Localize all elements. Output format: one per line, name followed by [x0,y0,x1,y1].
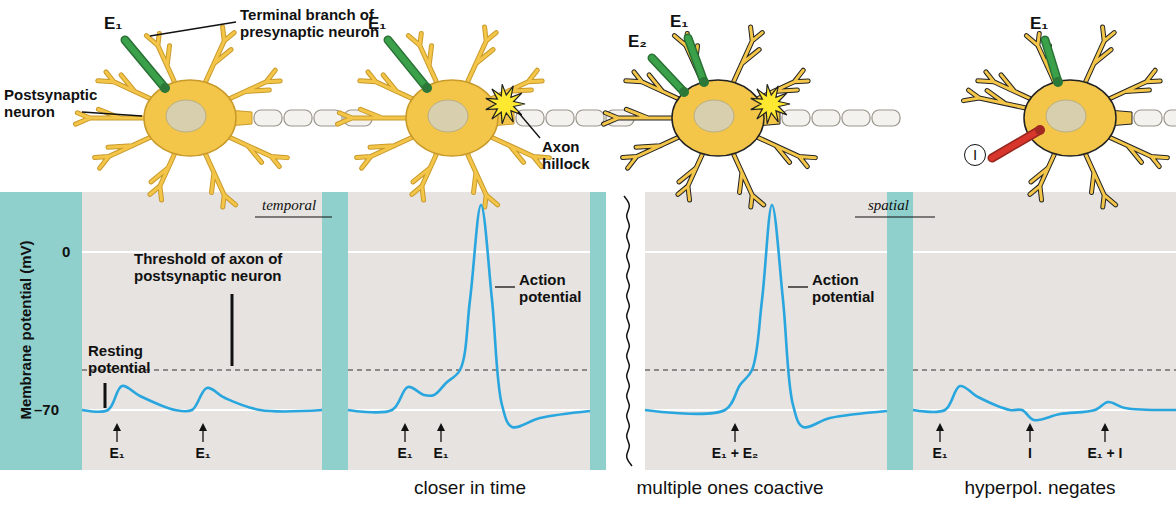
threshold-line [913,369,1176,370]
handwritten-note: temporal [262,197,316,214]
graph-label: Threshold of axon of postsynaptic neuron [134,250,320,285]
stimulus-label: E₁ [109,445,124,461]
excitatory-terminal [688,38,704,82]
membrane-trace [913,386,1176,420]
postsynaptic-neuron [338,27,634,207]
synaptic-knob [422,83,432,93]
synaptic-knob [160,83,170,93]
axis-title: Membrane potential (mV) [17,240,34,419]
postsynaptic-neuron [76,27,372,207]
inhibitory-terminal [992,130,1040,158]
excitatory-terminal [388,40,427,88]
teal-ground [0,192,1176,470]
graph-label: Resting potential [88,342,168,377]
pointer-line [788,286,808,287]
terminal-name: E₂ [628,32,647,52]
stimulus-label: I [1028,445,1032,461]
caption-note: closer in time [414,477,526,499]
stimulus-label: E₁ + I [1088,445,1123,461]
arrow-head [731,423,739,431]
pointer-line [255,217,332,218]
divider-gap [606,192,645,470]
arrow-head [936,423,944,431]
terminal-name: E₁ [104,14,122,34]
stimulus-label: E₁ [433,445,448,461]
caption-note: multiple ones coactive [637,477,824,499]
synaptic-knob [679,87,689,97]
pointer-line [104,383,107,408]
graph-label: Action potential [812,271,882,306]
graph-label: Action potential [519,271,589,306]
stimulus-label: E₁ [195,445,210,461]
terminal-name: E₁ [1030,14,1048,34]
part-label: Axon hillock [542,138,604,173]
stimulus-label: E₁ [932,445,947,461]
excitatory-terminal [652,58,684,92]
firing-burst [486,84,525,124]
zero-line [913,251,1176,253]
membrane-trace [348,205,590,428]
zero-line [348,251,590,253]
inhibitory-terminal [992,130,1040,158]
leader-line [150,22,236,36]
graph-panel [645,192,887,470]
arrow-head [1101,423,1109,431]
arrow-head [437,423,445,431]
excitatory-terminal [688,38,704,82]
arrow-head [401,423,409,431]
postsynaptic-neuron [604,27,900,207]
pointer-line [495,286,515,287]
excitatory-terminal [652,58,684,92]
graph-panel [348,192,590,470]
circled-label: I [964,144,986,166]
caption-note: hyperpol. negates [964,477,1115,499]
arrow-head [199,423,207,431]
membrane-trace [82,386,322,412]
part-label: Postsynaptic neuron [4,86,99,121]
rest-line [645,409,887,411]
axis-tick: –70 [34,401,59,418]
stimulus-label: E₁ [397,445,412,461]
terminal-name: E₁ [670,12,688,32]
divider-line [624,196,632,466]
graph-panel [82,192,322,470]
excitatory-terminal [125,40,165,88]
arrow-head [113,423,121,431]
axis-tick: 0 [62,243,70,260]
threshold-line [645,369,887,370]
pointer-line [231,294,234,366]
firing-burst [751,84,790,124]
synaptic-knob [699,77,709,87]
stimulus-label: E₁ + E₂ [712,445,759,461]
excitatory-terminal [1045,40,1058,82]
leader-line [518,112,540,138]
arrow-head [1026,423,1034,431]
graph-panel [913,192,1176,470]
excitatory-terminal [1045,40,1058,82]
threshold-line [348,369,590,370]
synaptic-knob [1035,125,1045,135]
pointer-line [855,217,935,218]
handwritten-note: spatial [868,197,909,214]
synaptic-knob [1053,77,1063,87]
excitatory-terminal [125,40,165,88]
excitatory-terminal [388,40,427,88]
terminal-name: E₁ [368,14,386,34]
postsynaptic-neuron [963,27,1176,207]
membrane-trace [645,205,887,427]
leader-line [82,112,142,116]
